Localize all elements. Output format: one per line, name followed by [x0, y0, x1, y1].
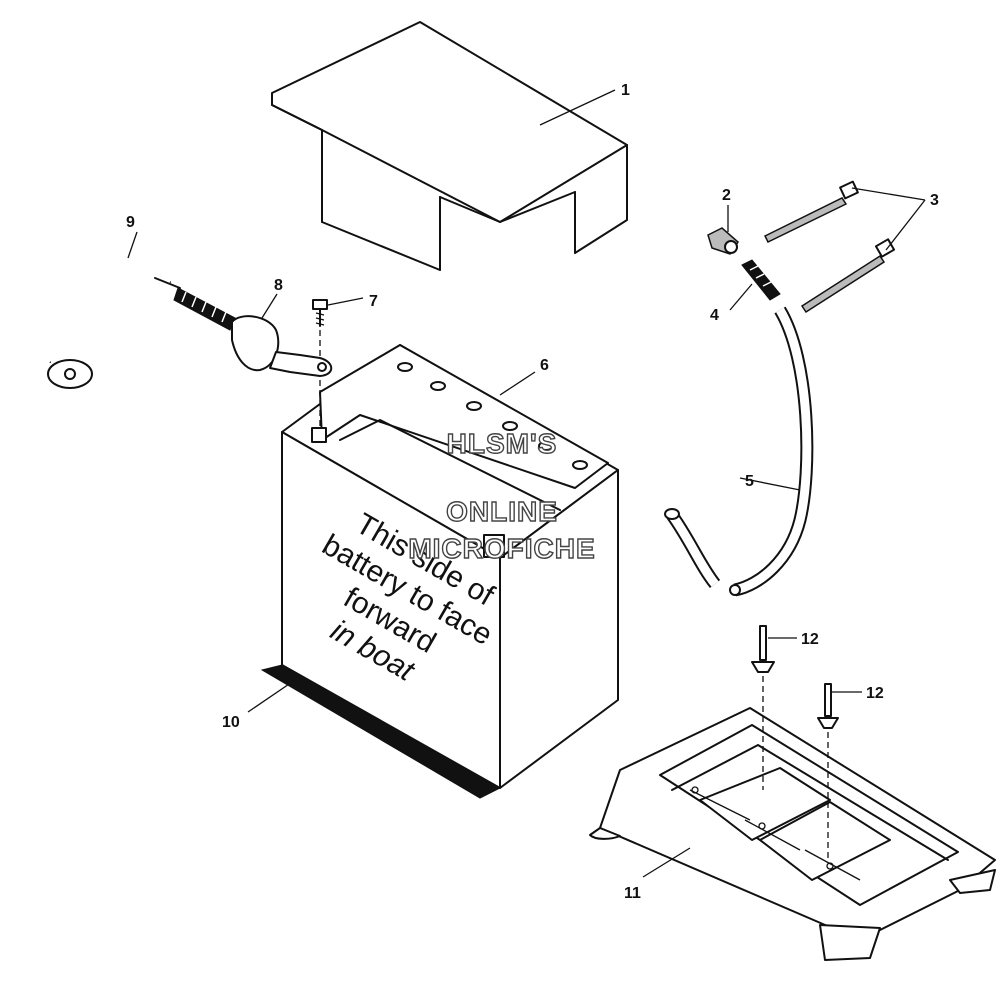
part-6-battery: [260, 344, 619, 799]
part-12-tray-pins: [751, 625, 839, 860]
callout-5: 5: [745, 473, 754, 490]
part-4-vent-fitting: [741, 259, 781, 301]
part-3-cable-ties: [763, 180, 896, 314]
part-7-bolt: [312, 299, 328, 428]
callout-9: 9: [126, 214, 135, 231]
watermark-line-3: MICROFICHE: [408, 533, 595, 564]
part-1-battery-cover: [271, 21, 628, 271]
part-2-vent-elbow: [707, 227, 739, 255]
callout-8: 8: [274, 277, 283, 294]
part-11-battery-tray: [589, 707, 996, 961]
part-9-battery-cable: [26, 262, 236, 389]
battery-vent-caps: [397, 362, 588, 470]
part-10-base-pad: [260, 664, 502, 799]
part-8-terminal-boot: [231, 315, 333, 377]
part-5-vent-tube: [664, 306, 814, 597]
callout-6: 6: [540, 357, 549, 374]
watermark: HLSM'S ONLINE MICROFICHE: [408, 427, 596, 564]
callout-7: 7: [369, 293, 378, 310]
callout-2: 2: [722, 187, 731, 204]
callout-11: 11: [624, 885, 641, 902]
leader-lines: [127, 89, 926, 878]
callout-3: 3: [930, 192, 939, 209]
watermark-line-2: ONLINE: [446, 496, 558, 527]
callout-12-lower: 12: [866, 685, 884, 702]
callout-1: 1: [621, 82, 630, 99]
callout-numbers: 1 2 3 4 5 6 7 8 9 10 11 12 12: [126, 82, 939, 902]
callout-10: 10: [222, 714, 240, 731]
watermark-line-1: HLSM'S: [447, 428, 558, 459]
callout-12-upper: 12: [801, 631, 819, 648]
callout-4: 4: [710, 307, 719, 324]
